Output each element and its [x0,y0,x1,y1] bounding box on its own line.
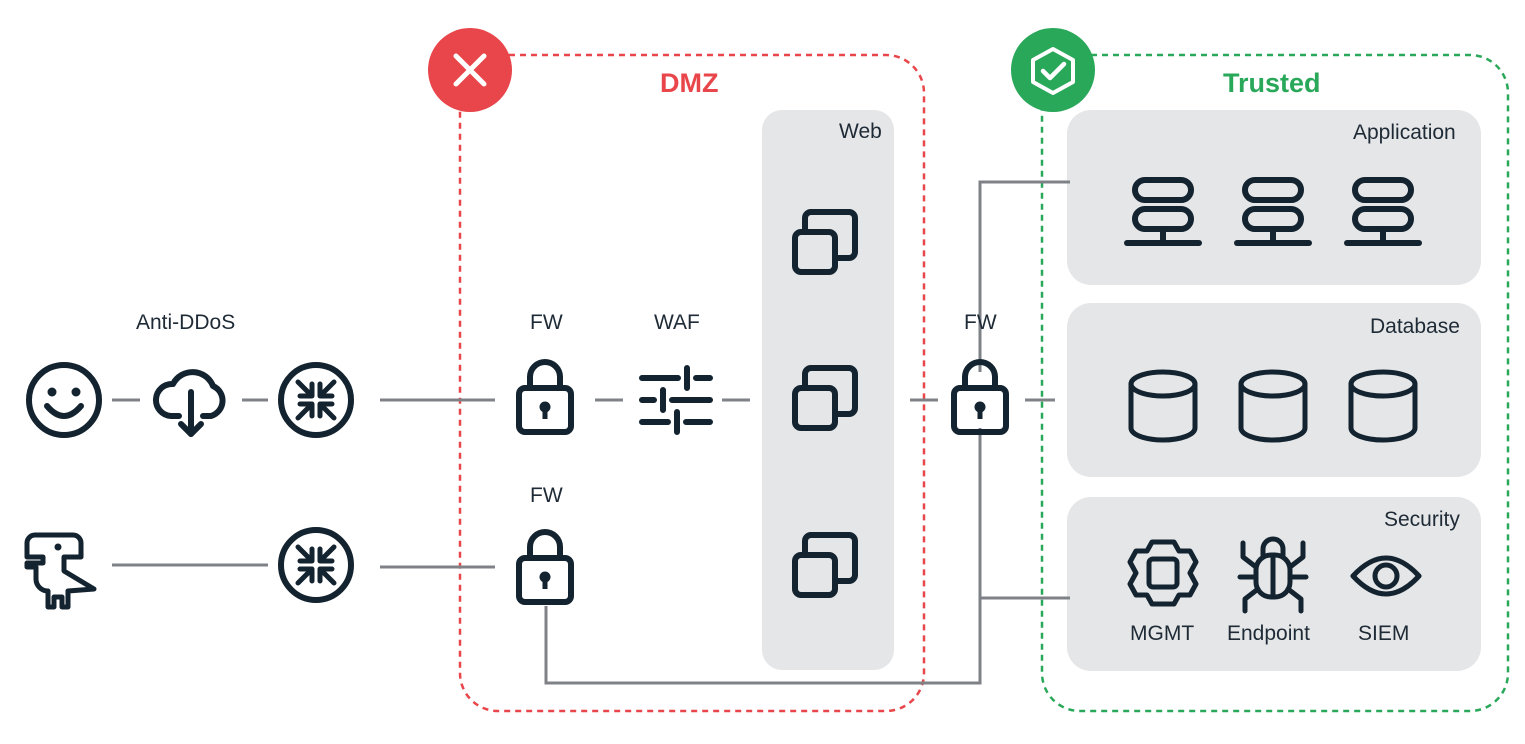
siem-label: SIEM [1358,622,1410,645]
fw-bottom-label: FW [530,484,563,507]
fw-main-label: FW [530,311,563,334]
database-group-box [1067,303,1481,477]
lock-icon [954,362,1006,432]
smiley-icon [26,362,102,438]
eye-icon [1350,555,1422,597]
trusted-zone-border [1040,53,1510,713]
router-icon [281,365,351,435]
mgmt-label: MGMT [1130,622,1195,645]
dmz-zone-border [458,53,926,713]
lock-icon [519,532,571,602]
dinosaur-icon [24,532,97,610]
link-fw-bottom-fw-trusted [544,428,982,685]
fw-trusted-label: FW [964,311,997,334]
bug-icon [1237,536,1309,614]
sliders-icon [639,365,713,435]
security-group-title: Security [1384,508,1460,531]
waf-label: WAF [654,311,700,334]
cloud-download-icon [153,369,226,437]
link-fw-application [978,180,1070,372]
shield-check-icon [1011,28,1095,112]
lock-icon [519,362,571,432]
trusted-zone-title: Trusted [1223,68,1321,98]
gear-chip-icon [1127,539,1199,607]
router-icon [281,530,351,600]
dmz-zone-title: DMZ [660,68,719,98]
endpoint-label: Endpoint [1227,622,1310,645]
close-icon [428,28,512,112]
anti-ddos-label: Anti-DDoS [136,311,236,334]
database-group-title: Database [1370,315,1460,338]
web-group-title: Web [839,120,882,143]
application-group-title: Application [1353,121,1456,144]
